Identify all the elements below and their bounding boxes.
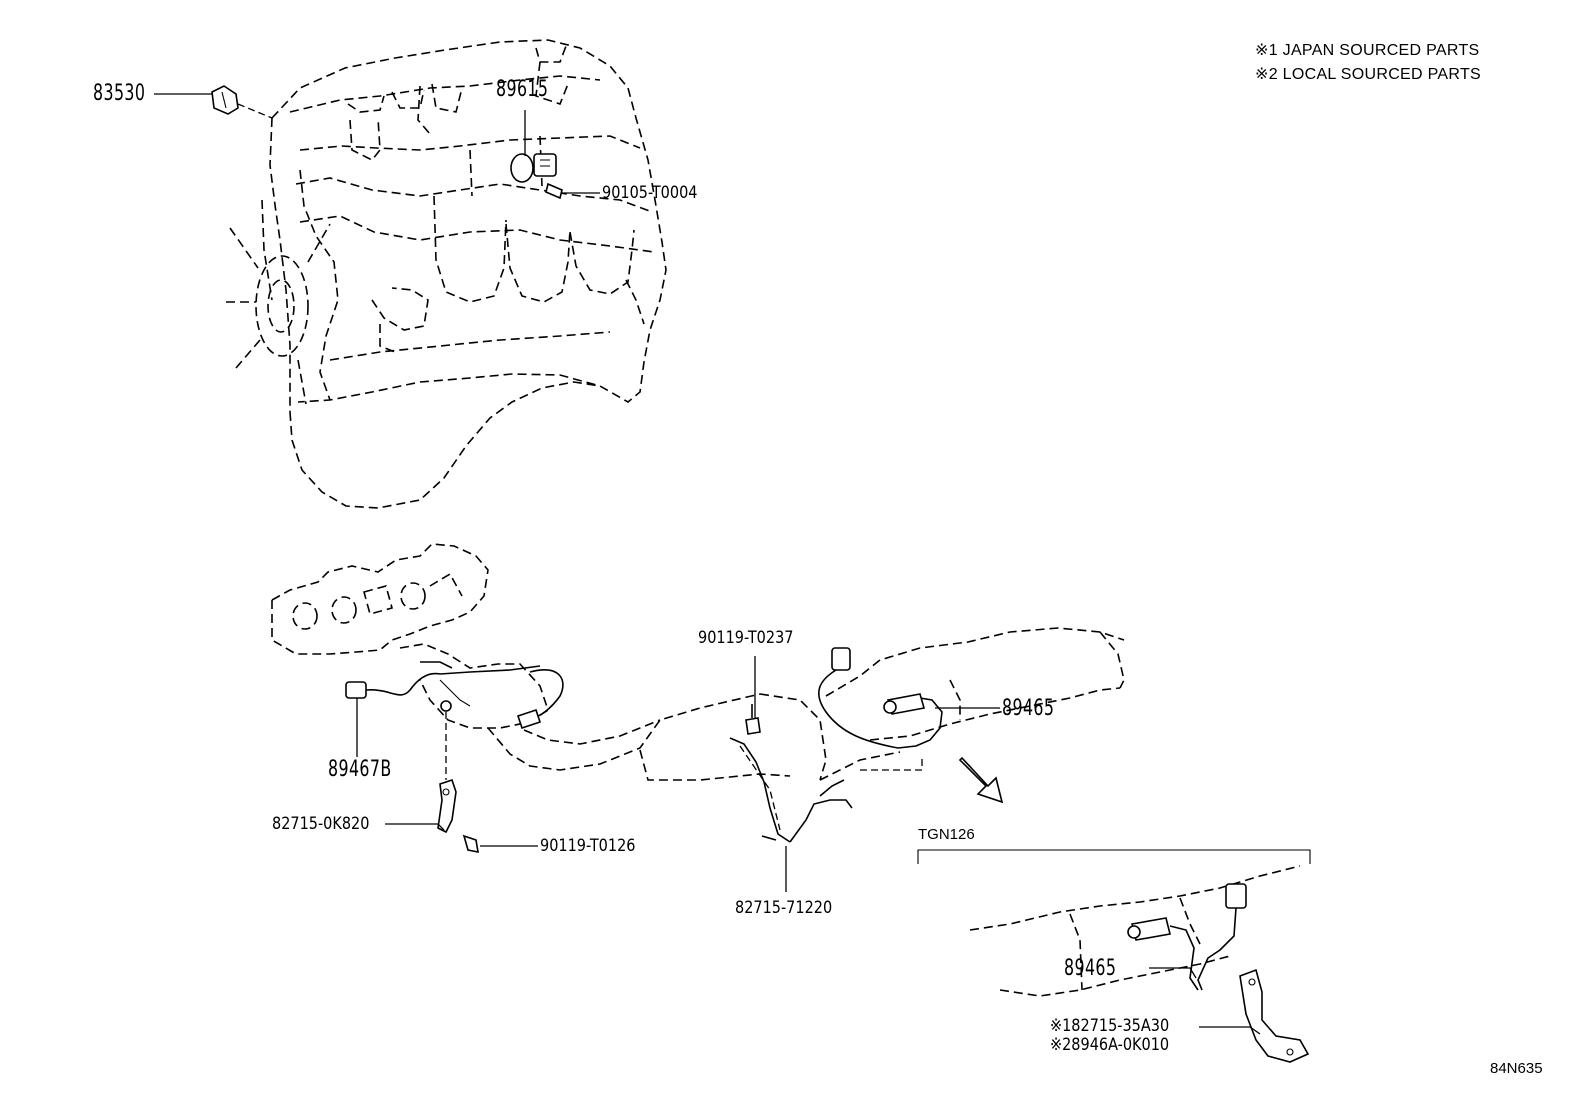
variant-label: TGN126 xyxy=(918,826,975,843)
part-label-90105-t0004: 90105-T0004 xyxy=(602,183,698,203)
part-label-8946a-0k010: ※28946A-0K010 xyxy=(1050,1035,1170,1055)
exhaust-manifold xyxy=(271,543,1125,781)
note-japan-sourced: ※1 JAPAN SOURCED PARTS xyxy=(1255,42,1480,59)
variant-bracket xyxy=(917,849,1311,864)
part-label-89465-inset: 89465 xyxy=(1064,956,1117,981)
part-label-83530: 83530 xyxy=(93,81,146,106)
part-label-82715-0k820: 82715-0K820 xyxy=(272,814,370,834)
oil-pressure-switch-icon xyxy=(211,85,273,119)
oxygen-sensor-rear-icon xyxy=(817,647,943,771)
leader-lines xyxy=(154,93,1261,1035)
view-arrow-icon xyxy=(958,756,1004,804)
bolt-icon xyxy=(745,704,761,735)
part-label-90119-t0126: 90119-T0126 xyxy=(540,836,636,856)
part-label-90119-t0237: 90119-T0237 xyxy=(698,628,794,648)
part-label-89615: 89615 xyxy=(496,77,549,102)
drawing-code: 84N635 xyxy=(1490,1060,1543,1077)
note-local-sourced: ※2 LOCAL SOURCED PARTS xyxy=(1255,66,1481,83)
part-label-82715-71220: 82715-71220 xyxy=(735,898,833,918)
oxygen-sensor-front-icon xyxy=(345,661,564,780)
part-label-89465: 89465 xyxy=(1002,696,1055,721)
knock-sensor-icon xyxy=(510,153,563,200)
part-label-82715-35a30: ※182715-35A30 xyxy=(1050,1016,1170,1036)
inset-exhaust-pipe xyxy=(969,865,1310,1063)
engine-assembly xyxy=(226,39,667,509)
bracket-icon xyxy=(437,778,479,854)
heat-shield-bracket-icon xyxy=(729,737,853,843)
part-label-89467b: 89467B xyxy=(328,757,392,782)
